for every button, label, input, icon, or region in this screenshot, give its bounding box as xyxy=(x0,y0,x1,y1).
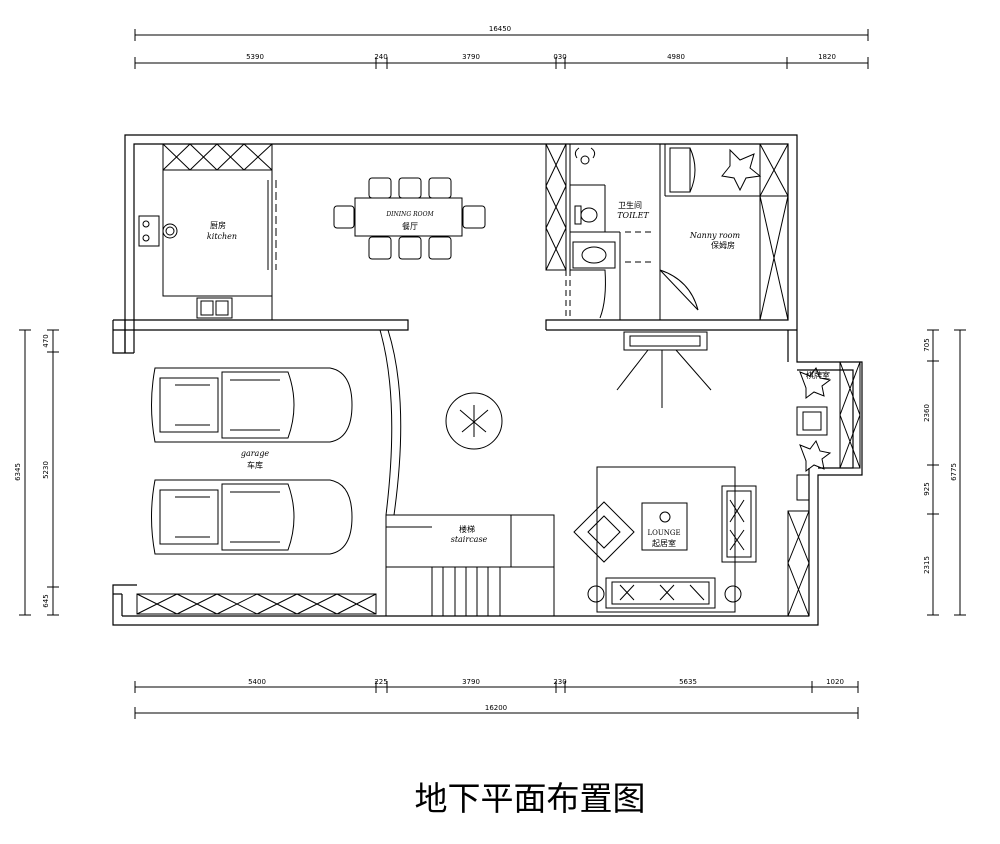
dim-left-total: 6345 xyxy=(14,463,22,481)
lounge-label-cn: 起居室 xyxy=(652,538,676,548)
toilet-label-cn: 卫生间 xyxy=(618,200,642,210)
dim-top-seg: 5390 xyxy=(246,53,264,61)
dim-right-seg: 705 xyxy=(923,338,931,351)
staircase-label-cn: 楼梯 xyxy=(459,524,475,534)
top-dimension-lines xyxy=(135,29,868,69)
dim-bottom-seg: 5400 xyxy=(248,678,266,686)
dim-right-seg: 2360 xyxy=(923,404,931,422)
outer-walls xyxy=(113,135,862,625)
dining-table xyxy=(334,178,485,259)
dim-top-seg: 1820 xyxy=(818,53,836,61)
dim-bottom-seg: 5635 xyxy=(679,678,697,686)
dim-top-seg: 3790 xyxy=(462,53,480,61)
toilet-label-en: TOILET xyxy=(617,211,649,220)
toilet-room xyxy=(546,144,698,320)
right-dimension-lines xyxy=(927,330,966,615)
study-label-cn: 棋牌室 xyxy=(806,370,830,380)
lounge-label-en: LOUNGE xyxy=(647,529,680,537)
dim-top-seg: 4980 xyxy=(667,53,685,61)
dim-right-seg: 2315 xyxy=(923,556,931,574)
dim-left-seg: 645 xyxy=(42,594,50,607)
staircase-label-en: staircase xyxy=(451,535,488,544)
dim-bottom-seg: 225 xyxy=(374,678,387,686)
bottom-dimension-lines xyxy=(135,681,858,719)
staircase xyxy=(380,330,554,616)
nanny-room xyxy=(665,144,788,320)
dim-left-seg: 5230 xyxy=(42,461,50,479)
dim-bottom-seg: 3790 xyxy=(462,678,480,686)
tv-fixture xyxy=(617,332,711,408)
dim-top-seg: 030 xyxy=(553,53,566,61)
right-side-room xyxy=(788,362,860,616)
dining-label-en: DINING ROOM xyxy=(385,211,434,218)
dim-left-seg: 470 xyxy=(42,334,50,347)
nanny-label-cn: 保姆房 xyxy=(711,240,735,250)
dim-bottom-seg: 1020 xyxy=(826,678,844,686)
garage xyxy=(137,368,376,614)
left-dimension-lines xyxy=(19,330,59,615)
dim-bottom-seg: 230 xyxy=(553,678,566,686)
page-title: 地下平面布置图 xyxy=(415,779,646,818)
dim-bottom-total: 16200 xyxy=(485,704,507,712)
garage-label-en: garage xyxy=(241,449,270,458)
garage-label-cn: 车库 xyxy=(247,460,263,470)
dim-right-total: 6775 xyxy=(950,463,958,481)
kitchen xyxy=(139,144,276,320)
kitchen-label-en: kitchen xyxy=(207,232,237,241)
dim-top-total: 16450 xyxy=(489,25,511,33)
nanny-label-en: Nanny room xyxy=(689,231,741,240)
dim-top-seg: 240 xyxy=(374,53,387,61)
lounge xyxy=(574,467,756,612)
kitchen-label-cn: 厨房 xyxy=(210,220,226,230)
dim-right-seg: 925 xyxy=(923,482,931,495)
dining-label-cn: 餐厅 xyxy=(402,222,418,231)
